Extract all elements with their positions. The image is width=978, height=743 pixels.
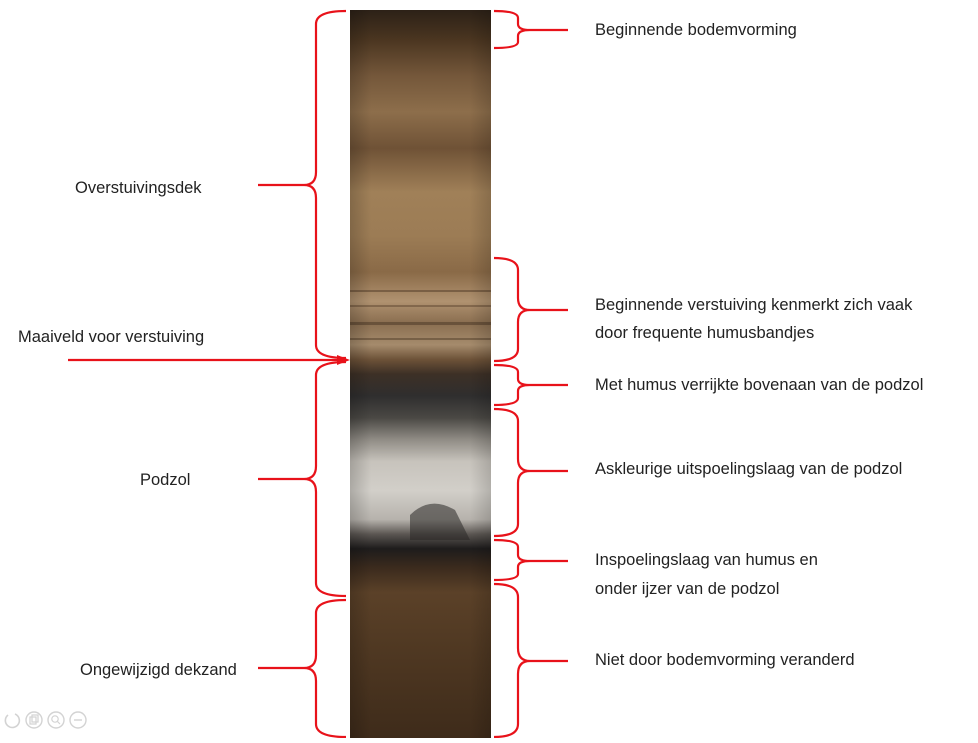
- bracket-beginnende-verstuiving: [494, 258, 568, 361]
- label-inspoeling-line1: Inspoelingslaag van humus en: [595, 550, 818, 571]
- viewer-rotate-icon[interactable]: [2, 710, 22, 730]
- bracket-humus-bovenaan: [494, 365, 568, 405]
- maaiveld-arrow: [68, 355, 350, 365]
- bracket-podzol: [258, 362, 346, 596]
- bracket-beginnende-bodemvorming: [494, 11, 568, 48]
- label-inspoeling-line2: onder ijzer van de podzol: [595, 579, 779, 600]
- bracket-ongewijzigd: [258, 600, 346, 737]
- soil-core: [350, 10, 491, 738]
- label-maaiveld: Maaiveld voor verstuiving: [18, 327, 204, 348]
- label-askleurig: Askleurige uitspoelingslaag van de podzo…: [595, 459, 902, 480]
- label-ongewijzigd: Ongewijzigd dekzand: [80, 660, 237, 681]
- label-overstuivingsdek: Overstuivingsdek: [75, 178, 202, 199]
- bracket-inspoeling: [494, 540, 568, 580]
- viewer-controls: [2, 708, 88, 732]
- bracket-overstuivingsdek: [258, 11, 346, 358]
- bracket-niet-veranderd: [494, 584, 568, 737]
- viewer-zoom-icon[interactable]: [46, 710, 66, 730]
- label-podzol: Podzol: [140, 470, 190, 491]
- viewer-copy-icon[interactable]: [24, 710, 44, 730]
- viewer-minus-icon[interactable]: [68, 710, 88, 730]
- bracket-askleurig: [494, 409, 568, 536]
- label-beginnende-verstuiving-line2: door frequente humusbandjes: [595, 323, 814, 344]
- label-humus-bovenaan: Met humus verrijkte bovenaan van de podz…: [595, 375, 923, 396]
- label-beginnende-verstuiving-line1: Beginnende verstuiving kenmerkt zich vaa…: [595, 295, 912, 316]
- label-beginnende-bodemvorming: Beginnende bodemvorming: [595, 20, 797, 41]
- label-niet-veranderd: Niet door bodemvorming veranderd: [595, 650, 855, 671]
